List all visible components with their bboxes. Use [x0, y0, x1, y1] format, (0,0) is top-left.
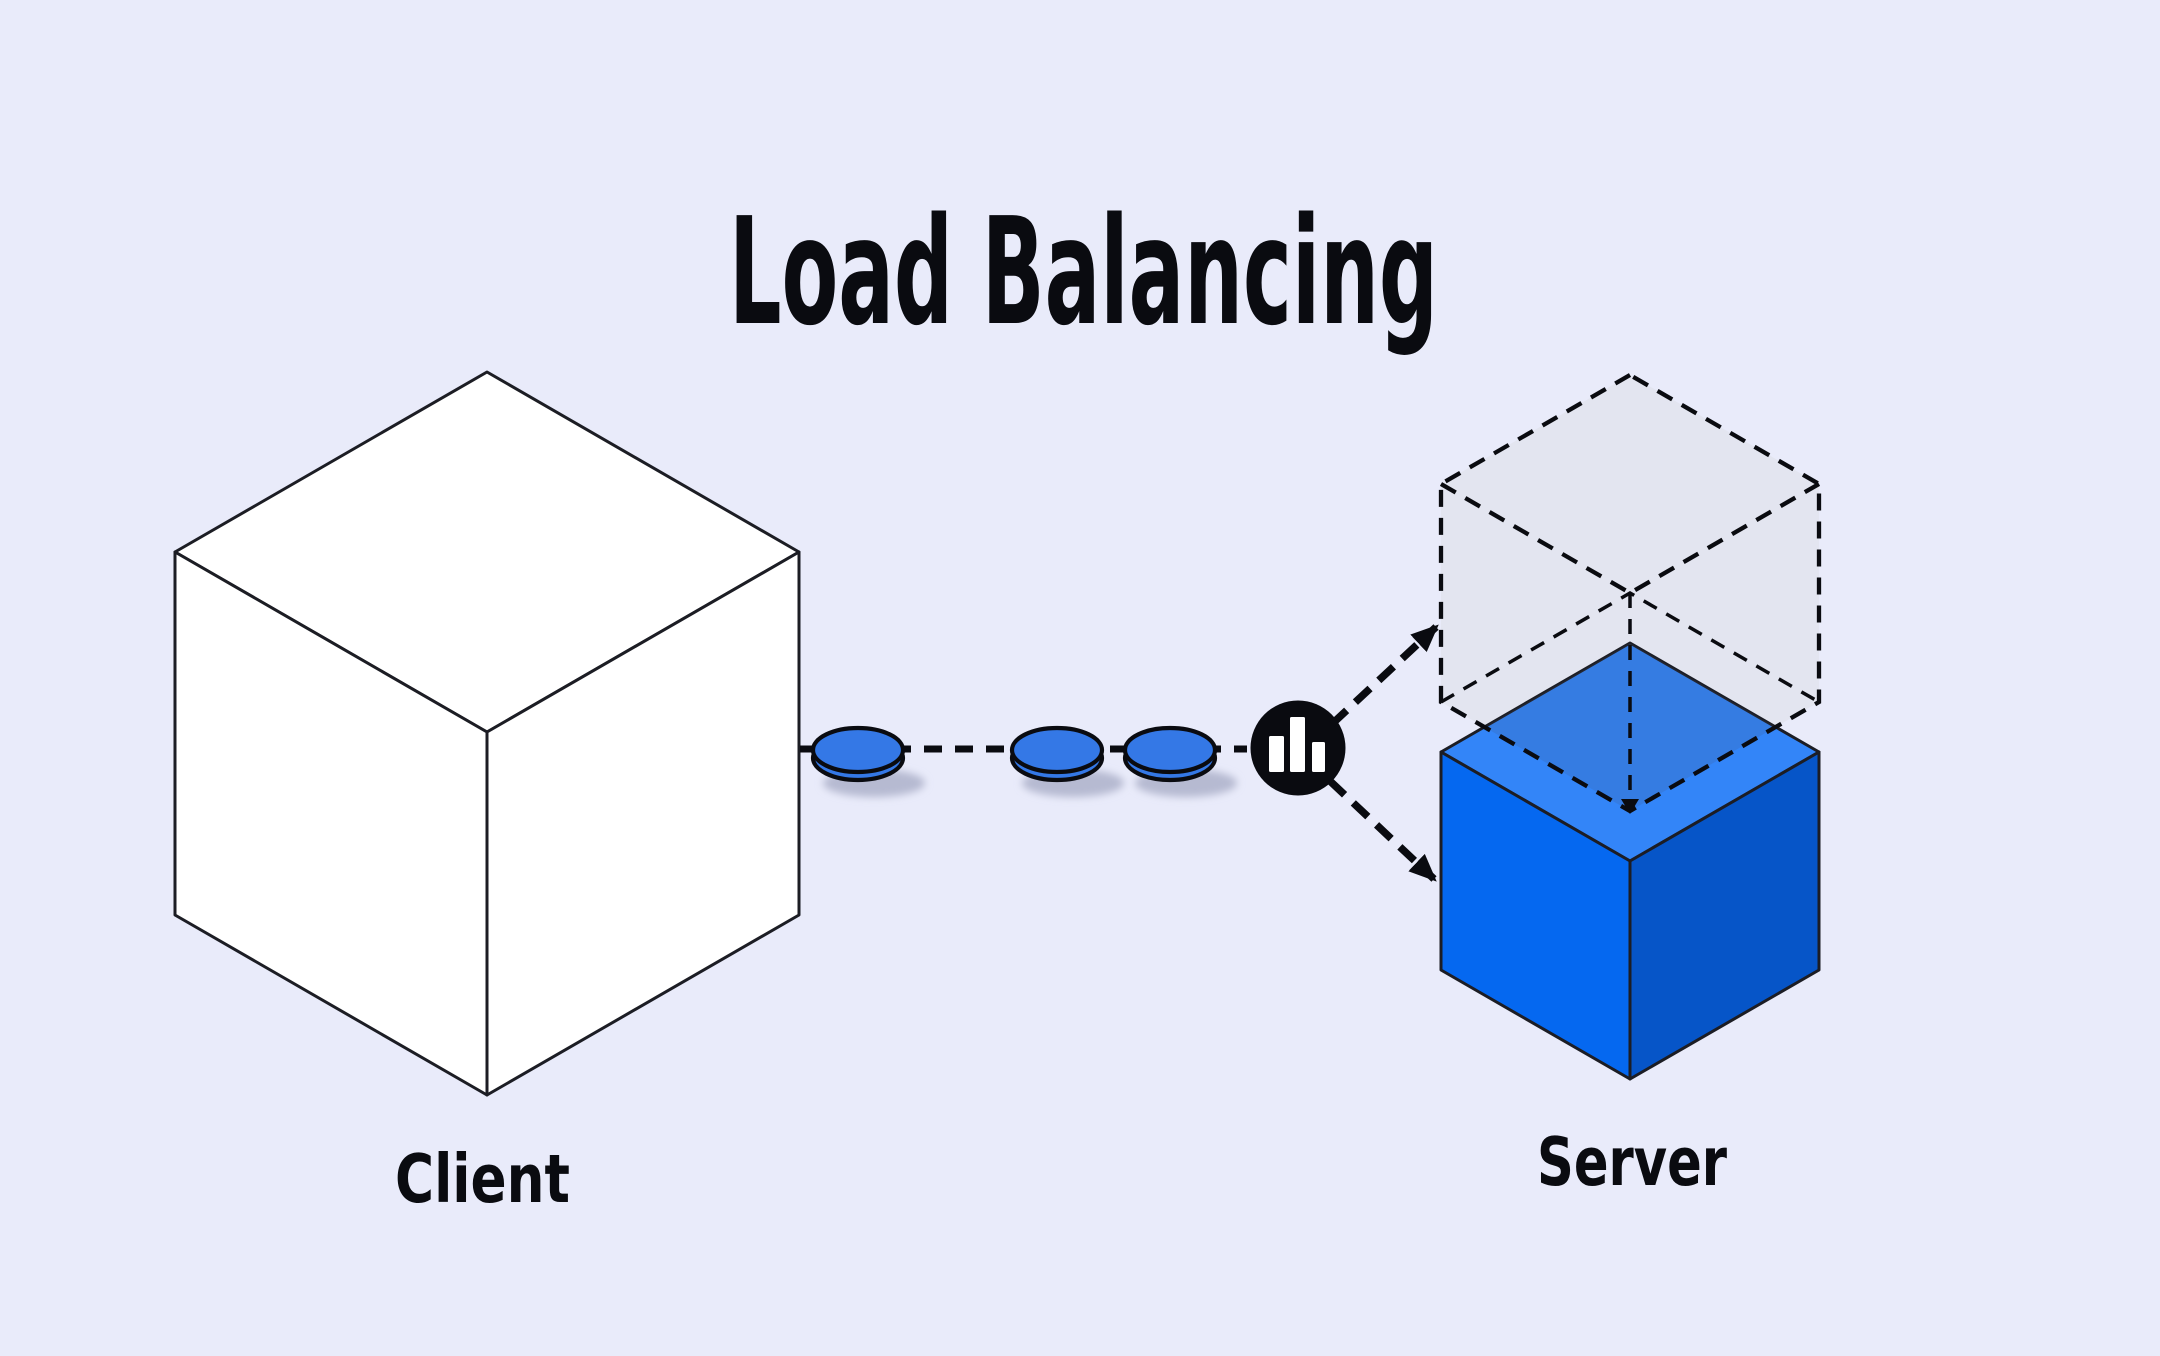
client-label: Client: [395, 1140, 570, 1218]
standby-server-cube-outline: [1438, 372, 1822, 814]
request-disc-top: [810, 725, 906, 775]
client-cube-right-face: [485, 550, 801, 1097]
request-disc-3: [1122, 725, 1237, 797]
down-arrowhead-icon: [1621, 799, 1639, 814]
request-disc-1: [810, 725, 925, 797]
page-title: Load Balancing: [729, 186, 1438, 358]
request-disc-top: [1122, 725, 1218, 775]
request-disc-2: [1009, 725, 1124, 797]
server-label: Server: [1537, 1123, 1727, 1201]
route-arrow-to-standby-server: [1329, 624, 1439, 727]
client-cube: [173, 370, 801, 1097]
request-disc-top: [1009, 725, 1105, 775]
bar-chart-icon: [1269, 717, 1325, 772]
route-arrow-to-server: [1327, 778, 1437, 882]
load-balancer-node: [1250, 700, 1346, 796]
server-cube-right-face: [1628, 750, 1821, 1081]
